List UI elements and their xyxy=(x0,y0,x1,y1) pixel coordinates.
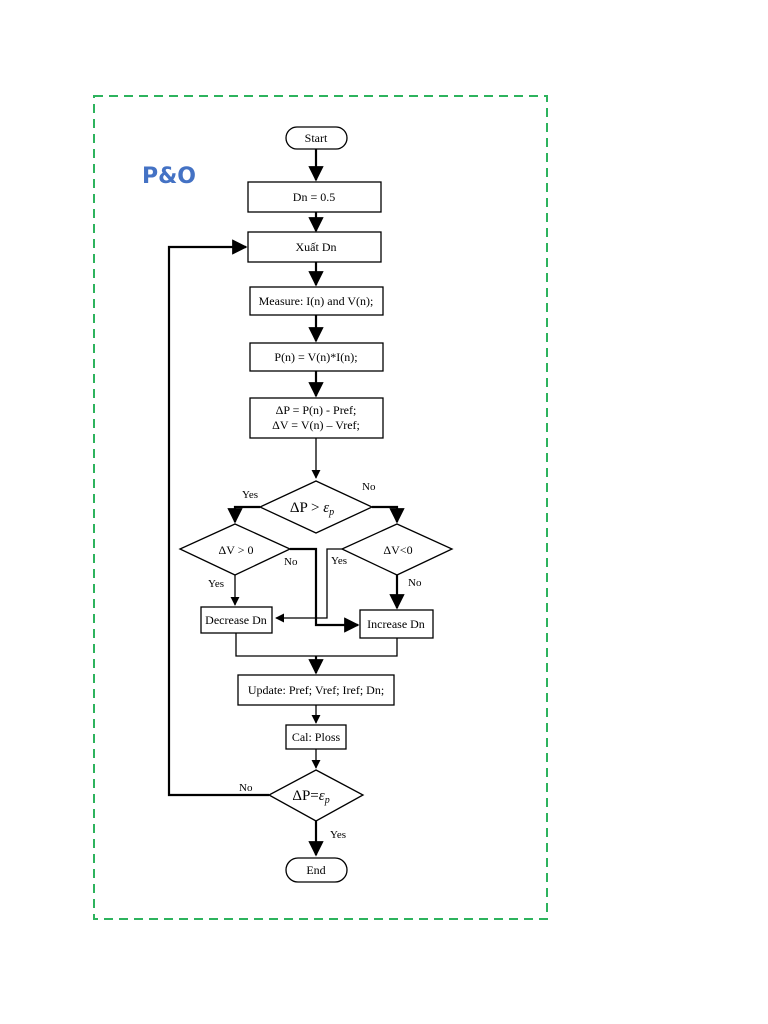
decision-main-symbol: ε xyxy=(323,500,329,516)
label-main-yes: Yes xyxy=(242,489,258,501)
init-label: Dn = 0.5 xyxy=(293,190,335,204)
output-box xyxy=(247,231,382,263)
label-left-no: No xyxy=(284,556,298,568)
label-main-no: No xyxy=(362,481,376,493)
arrow-feedback-loop xyxy=(167,239,269,797)
decrease-label: Decrease Dn xyxy=(205,613,267,627)
output-label: Xuất Dn xyxy=(296,240,337,254)
init-box xyxy=(247,181,382,213)
arrow-left-no xyxy=(290,547,360,633)
delta-p-label: ΔP = P(n) - Pref; xyxy=(276,403,357,417)
decision-main-label: ΔP > εp xyxy=(290,500,334,518)
label-end-yes: Yes xyxy=(330,829,346,841)
dashed-frame xyxy=(93,95,548,920)
end-terminal xyxy=(285,857,348,883)
arrow-main-no xyxy=(372,505,405,524)
decrease-box xyxy=(200,606,273,634)
decision-end-subscript: p xyxy=(324,795,330,806)
decision-end-symbol: ε xyxy=(319,788,325,804)
label-left-yes: Yes xyxy=(208,578,224,590)
power-label: P(n) = V(n)*I(n); xyxy=(274,350,357,364)
measure-label: Measure: I(n) and V(n); xyxy=(259,294,374,308)
decision-end-label: ΔP=εp xyxy=(292,788,329,806)
diagram-title: P&O xyxy=(142,164,196,189)
decision-main-text: ΔP > xyxy=(290,500,323,516)
label-end-no: No xyxy=(239,782,253,794)
label-right-yes: Yes xyxy=(331,555,347,567)
decision-left-label: ΔV > 0 xyxy=(219,543,254,557)
decision-main-subscript: p xyxy=(328,507,334,518)
update-label: Update: Pref; Vref; Iref; Dn; xyxy=(248,683,384,697)
arrow-right-yes xyxy=(275,548,342,623)
increase-box xyxy=(359,609,434,639)
arrow-main-yes xyxy=(227,505,260,524)
label-right-no: No xyxy=(408,577,422,589)
decision-main xyxy=(258,480,374,534)
calc-label: Cal: Ploss xyxy=(292,730,341,744)
decision-end-text: ΔP= xyxy=(292,788,318,804)
end-label: End xyxy=(306,863,325,877)
increase-label: Increase Dn xyxy=(367,617,425,631)
delta-v-label: ΔV = V(n) – Vref; xyxy=(272,418,360,432)
decision-right-label: ΔV<0 xyxy=(383,543,412,557)
start-label: Start xyxy=(305,131,328,145)
measure-box xyxy=(249,286,384,316)
calc-box xyxy=(285,724,347,750)
